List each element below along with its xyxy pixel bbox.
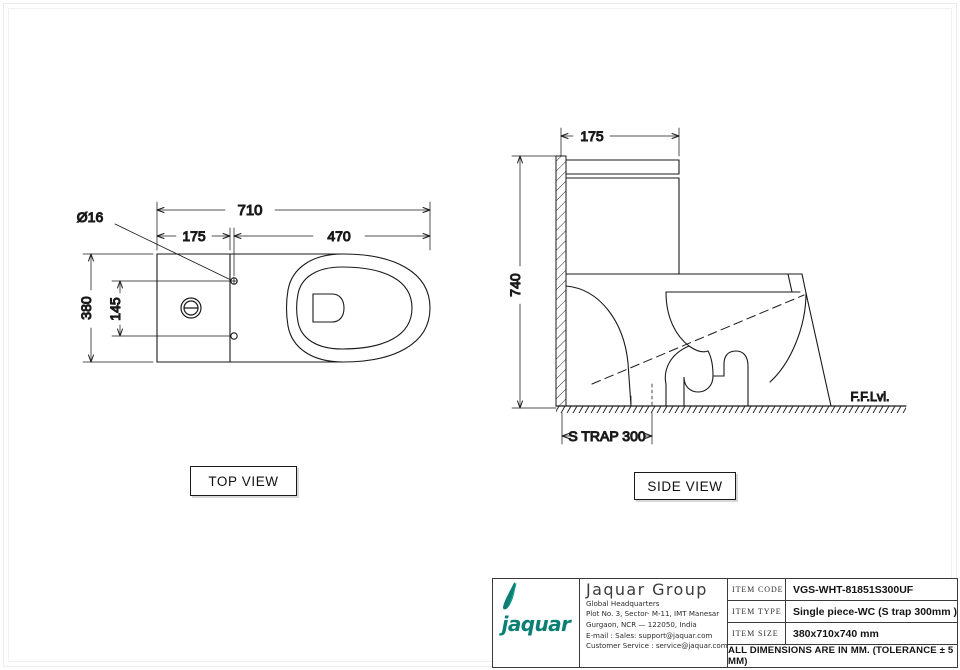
spec-value-item-code: VGS-WHT-81851S300UF	[793, 583, 914, 596]
company-name: Jaquar Group	[586, 580, 708, 599]
bowl-outlet-shape	[312, 293, 345, 323]
spec-label-item-type: ITEM TYPE	[728, 601, 786, 622]
spec-value-item-type: Single piece-WC (S trap 300mm )	[793, 605, 957, 618]
address-line-4: E-mail : Sales: support@jaquar.com	[586, 630, 713, 640]
jaquar-wordmark: jaquar	[501, 611, 571, 636]
dim-470: 470	[327, 228, 351, 244]
wall-hatch	[555, 155, 567, 407]
dim-380: 380	[78, 296, 94, 320]
annotation-floor-level: F.F.Lvl.	[851, 390, 890, 404]
dim-175-side: 175	[580, 128, 604, 144]
sheet-border-outer	[3, 3, 957, 667]
trap-tick-marks	[630, 383, 653, 407]
bowl-body	[565, 285, 832, 407]
spec-row-item-type: ITEM TYPE Single piece-WC (S trap 300mm …	[728, 601, 957, 623]
hidden-waste-line	[591, 294, 805, 385]
sheet-border-inner	[8, 8, 952, 662]
top-view-label: TOP VIEW	[190, 466, 297, 496]
dim-hole-diameter: Ø16	[77, 209, 104, 225]
side-view-label: SIDE VIEW	[634, 472, 736, 500]
spec-label-item-size: ITEM SIZE	[728, 623, 786, 644]
address-line-2: Plot No. 3, Sector- M-11, IMT Manesar	[586, 609, 720, 619]
spec-label-item-code: ITEM CODE	[728, 579, 786, 600]
brand-logo: jaquar	[493, 579, 580, 667]
address-line-3: Gurgaon, NCR — 122050, India	[586, 620, 697, 630]
dimension-note: ALL DIMENSIONS ARE IN MM. (TOLERANCE ± 5…	[728, 645, 954, 667]
flush-button-icon	[180, 297, 202, 319]
side-view-dimension-lines	[511, 127, 680, 445]
spec-row-item-size: ITEM SIZE 380x710x740 mm	[728, 623, 957, 645]
dim-710: 710	[237, 202, 262, 219]
spec-value-item-size: 380x710x740 mm	[793, 627, 879, 640]
address-line-5: Customer Service : service@jaquar.com	[586, 641, 728, 651]
side-view-drawing: 175 740 S TRAP 300 F.F.Lvl.	[506, 127, 907, 445]
title-block: jaquar Jaquar Group Global Headquarters …	[492, 578, 958, 668]
dim-145: 145	[107, 297, 123, 321]
top-view-label-text: TOP VIEW	[208, 473, 279, 489]
spec-table: ITEM CODE VGS-WHT-81851S300UF ITEM TYPE …	[728, 579, 957, 667]
side-view-label-text: SIDE VIEW	[647, 478, 723, 494]
jaquar-swoosh-icon	[502, 582, 517, 610]
top-view-outline	[156, 253, 431, 363]
bolt-holes	[230, 277, 238, 340]
dim-s-trap: S TRAP 300	[568, 428, 646, 444]
dim-175-top: 175	[182, 228, 206, 244]
s-trap	[664, 345, 749, 407]
company-address: Jaquar Group Global Headquarters Plot No…	[580, 579, 728, 667]
floor-hatch	[556, 406, 906, 413]
seat-rim	[665, 273, 807, 294]
dim-740: 740	[507, 273, 523, 297]
address-line-1: Global Headquarters	[586, 598, 660, 608]
top-view-drawing: 710 175 470 380 145 Ø16	[76, 201, 431, 363]
top-view-dimension-lines	[82, 201, 431, 363]
spec-row-item-code: ITEM CODE VGS-WHT-81851S300UF	[728, 579, 957, 601]
cistern-outline	[565, 159, 680, 275]
